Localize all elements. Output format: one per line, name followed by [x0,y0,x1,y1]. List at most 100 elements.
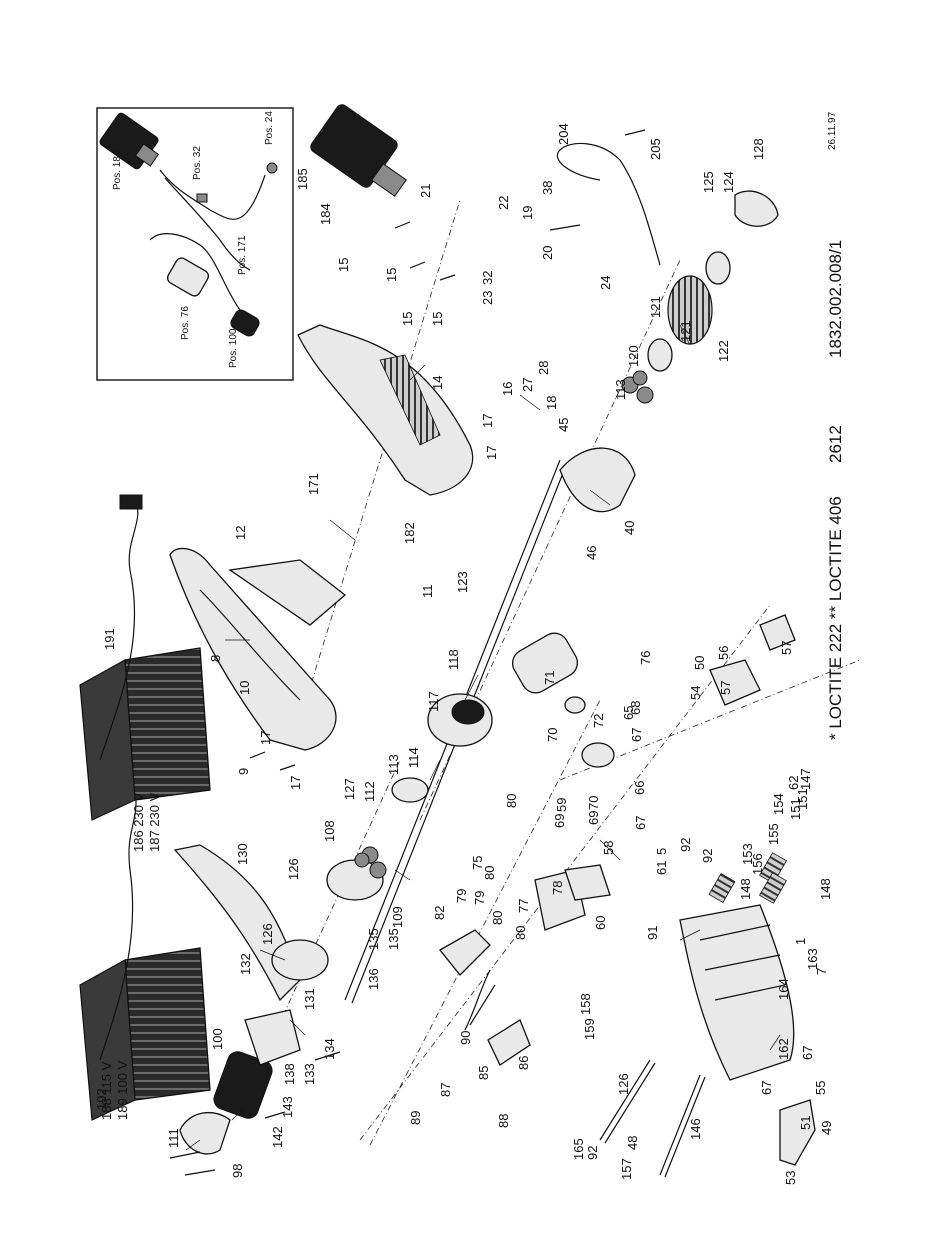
part-number-label: 38 [540,181,555,195]
part-number-label: 100 [210,1028,225,1050]
inset-battery-icon [99,112,160,170]
part-number-label: 143 [280,1096,295,1118]
part-number-label: 1 [793,938,808,945]
part-number-label: 17 [480,414,495,428]
part-number-label: 59 [554,798,569,812]
inset-label: Pos. 76 [180,306,191,340]
inset-box [96,107,294,381]
part-number-label: 157 [619,1158,634,1180]
part-number-label: 48 [625,1136,640,1150]
part-number-label: 51 [798,1116,813,1130]
part-number-label: 67 [633,816,648,830]
part-number-label: 127 [342,778,357,800]
part-number-label: 15 [384,268,399,282]
part-number-label: 87 [438,1083,453,1097]
part-number-label: 24 [598,276,613,290]
part-number-label: 78 [550,881,565,895]
footer-drawing-number: 1832.002.008/1 [826,240,845,358]
part-number-label: 88 [496,1114,511,1128]
part-number-label: 126 [616,1073,631,1095]
leader-lines [185,324,781,1151]
part-number-label: 155 [766,823,781,845]
inset-label: Pos. 184 [112,150,123,190]
part-number-label: 58 [601,841,616,855]
part-number-label: 111 [166,1128,181,1148]
part-number-label: 158 [578,993,593,1015]
charger-left-volt-b: 189 100 V [115,1060,130,1120]
footer-code: 2612 [826,425,845,463]
part-number-label: 109 [390,906,405,928]
part-number-label: 159 [582,1018,597,1040]
part-number-label: 66 [632,781,647,795]
part-number-label: 151 [795,788,810,810]
part-number-label: 68 [628,701,643,715]
part-number-label: 125 [701,171,716,193]
part-number-label: 7 [814,968,829,975]
part-number-label: 17 [288,776,303,790]
part-number-label: 148 [738,878,753,900]
charger-left [79,784,211,1121]
part-number-label: 128 [751,138,766,160]
part-number-label: 18 [544,396,559,410]
part-number-label: 8 [208,655,223,662]
part-number-label: 92 [678,838,693,852]
part-number-label: 20 [540,246,555,260]
part-number-label: 164 [776,978,791,1000]
charger-right [79,494,211,821]
part-number-label: 126 [260,923,275,945]
part-number-label: 90 [458,1031,473,1045]
part-number-label: 80 [504,794,519,808]
part-number-label: 10 [237,681,252,695]
part-number-label: 184 [318,203,333,225]
inset-label: Pos. 24 [264,111,275,145]
part-number-label: 113 [386,754,401,775]
part-number-label: 118 [446,649,461,670]
part-number-label: 55 [813,1081,828,1095]
part-number-label: 70 [545,728,560,742]
part-number-label: 67 [759,1081,774,1095]
part-number-label: 131 [302,988,317,1010]
part-number-label: 156 [750,853,765,875]
part-number-label: 75 [470,856,485,870]
part-number-label: 121 [678,320,693,342]
assembly-drawing [169,104,861,1178]
charger-labels: 188 115 V 189 100 V 192 186 230 V 187 23… [94,628,162,1120]
part-number-label: 108 [322,820,337,842]
part-number-label: 146 [688,1118,703,1140]
part-number-label: 23 [480,291,495,305]
part-number-label: 32 [480,271,495,285]
part-number-label: 19 [520,206,535,220]
part-number-label: 22 [496,196,511,210]
part-number-label: 69 [552,814,567,828]
inset-motor-icon [166,257,210,297]
part-number-label: 86 [516,1056,531,1070]
part-number-label: 65 [621,706,636,720]
part-number-label: 162 [776,1038,791,1060]
part-number-label: 163 [805,948,820,970]
part-number-label: 142 [270,1126,285,1148]
inset-light-icon [230,309,260,337]
part-number-label: 182 [402,522,417,544]
part-number-label: 15 [400,312,415,326]
part-number-label: 135 [386,928,401,950]
part-number-label: 185 [295,168,310,190]
part-number-label: 124 [721,171,736,193]
part-number-label: 57 [779,641,794,655]
inset-connector-icon [266,162,278,174]
part-number-label: 9 [236,768,251,775]
lamp-icon [213,1051,273,1119]
part-number-label: 56 [716,646,731,660]
part-number-label: 151 [788,798,803,820]
part-number-label: 114 [406,747,421,768]
inset-label: Pos. 171 [237,235,248,275]
part-number-label: 71 [542,671,557,685]
part-number-label: 112 [362,781,377,802]
part-number-label: 120 [626,345,641,367]
part-number-label: 130 [235,843,250,865]
part-number-label: 16 [500,382,515,396]
part-number-label: 27 [520,378,535,392]
part-number-label: 69 [586,811,601,825]
part-number-label: 117 [426,691,441,712]
